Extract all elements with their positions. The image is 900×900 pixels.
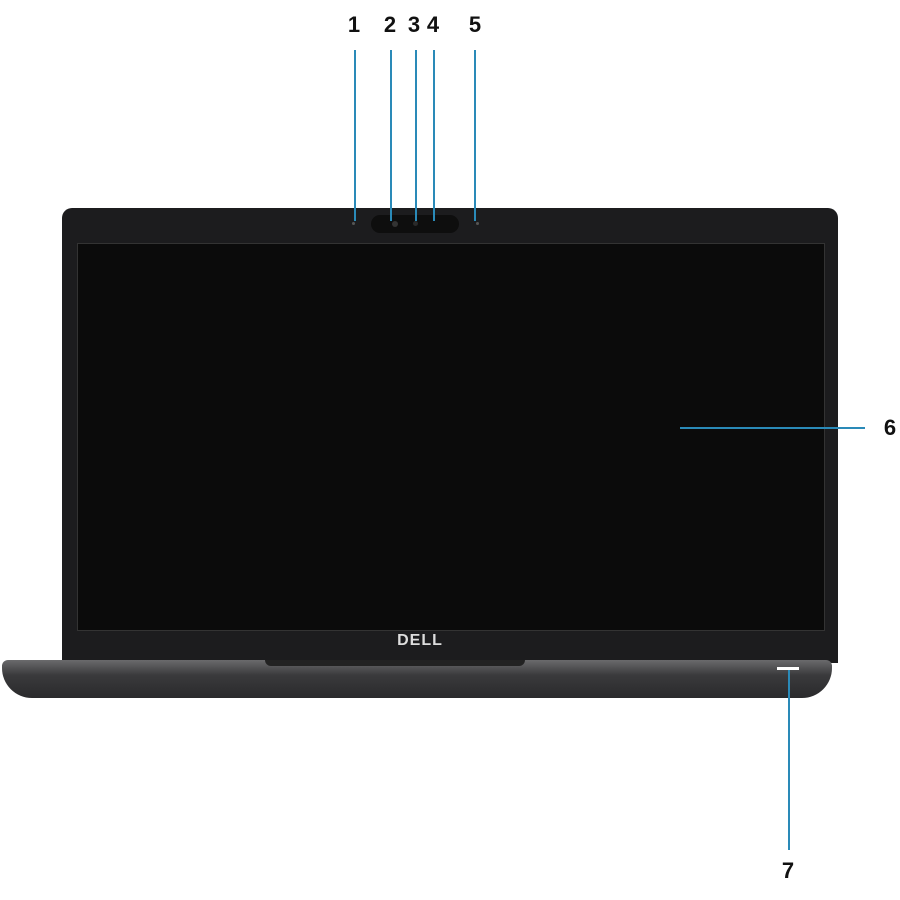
callout-3-line <box>415 50 417 221</box>
callout-7-label: 7 <box>781 858 795 883</box>
callout-2-label: 2 <box>383 12 397 37</box>
callout-6-label: 6 <box>883 415 897 440</box>
callout-3-label: 3 <box>407 12 421 37</box>
callout-4-line <box>433 50 435 221</box>
microphone-left-icon <box>352 222 355 225</box>
callout-6-line <box>680 427 865 429</box>
display-screen <box>77 243 825 631</box>
callout-5-label: 5 <box>468 12 482 37</box>
camera-lens-icon <box>392 221 398 227</box>
dell-logo: DELL <box>397 632 443 649</box>
callout-2-line <box>390 50 392 221</box>
callout-1-line <box>354 50 356 221</box>
callout-4-label: 4 <box>426 12 440 37</box>
callout-7-line <box>788 670 790 850</box>
callout-5-line <box>474 50 476 221</box>
laptop-base <box>2 660 832 698</box>
ir-emitter-icon <box>413 221 418 226</box>
power-status-led <box>777 667 799 670</box>
microphone-right-icon <box>476 222 479 225</box>
callout-1-label: 1 <box>347 12 361 37</box>
hinge-notch <box>265 660 525 666</box>
